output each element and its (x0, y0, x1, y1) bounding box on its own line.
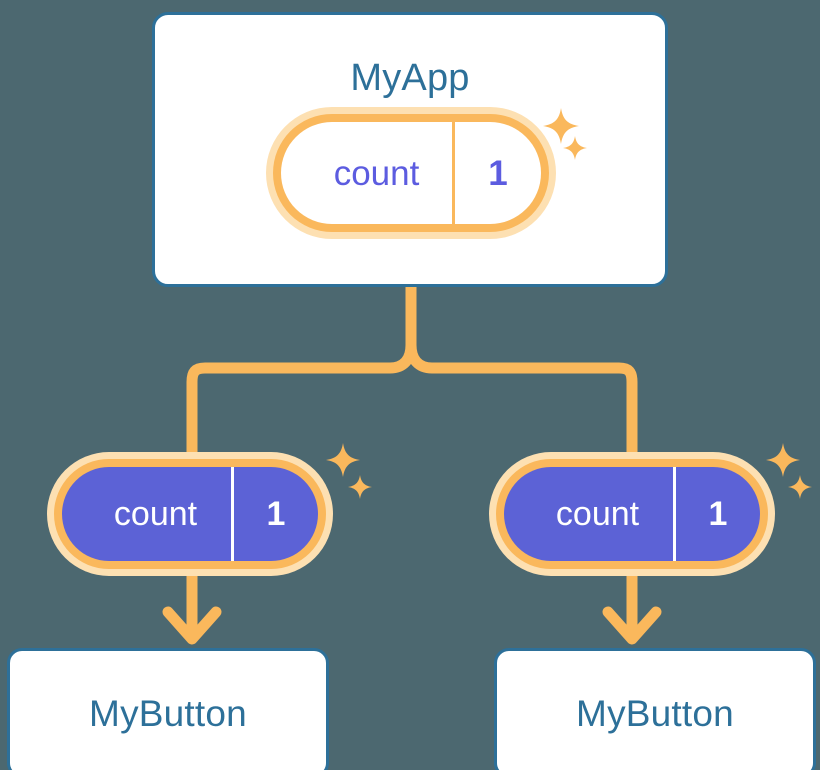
sparkle-four-point-small-icon (788, 475, 812, 499)
state-key-label: count (333, 153, 420, 193)
tree-branch-connector-icon (186, 281, 638, 458)
arrow-down-icon-left (162, 570, 222, 645)
state-pill-left[interactable]: count 1 (47, 452, 333, 576)
component-title-myapp: MyApp (350, 57, 470, 99)
component-card-mybutton-right[interactable]: MyButton (494, 648, 816, 770)
sparkle-four-point-small-icon (348, 475, 372, 499)
state-key-label: count (113, 495, 198, 533)
state-key-label: count (555, 495, 640, 533)
state-pill-inner: count 1 (62, 467, 318, 561)
state-pill-myapp[interactable]: count 1 (266, 107, 556, 239)
sparkle-four-point-icon (326, 443, 360, 477)
state-pill-divider (231, 467, 234, 561)
state-pill-ring: count 1 (54, 459, 326, 569)
state-pill-divider (452, 122, 455, 224)
state-pill-inner: count 1 (281, 122, 541, 224)
state-value-label: 1 (708, 495, 728, 533)
sparkle-four-point-small-icon (563, 136, 587, 160)
state-value-label: 1 (266, 495, 286, 533)
state-pill-ring: count 1 (273, 114, 549, 232)
state-pill-divider (673, 467, 676, 561)
state-pill-inner: count 1 (504, 467, 760, 561)
arrow-down-icon-right (602, 570, 662, 645)
state-value-label: 1 (488, 153, 508, 193)
sparkle-four-point-icon (543, 108, 579, 144)
component-title-mybutton-right: MyButton (576, 692, 734, 734)
component-title-mybutton-left: MyButton (89, 692, 247, 734)
state-pill-right[interactable]: count 1 (489, 452, 775, 576)
state-pill-ring: count 1 (496, 459, 768, 569)
component-card-mybutton-left[interactable]: MyButton (7, 648, 329, 770)
sparkle-four-point-icon (766, 443, 800, 477)
